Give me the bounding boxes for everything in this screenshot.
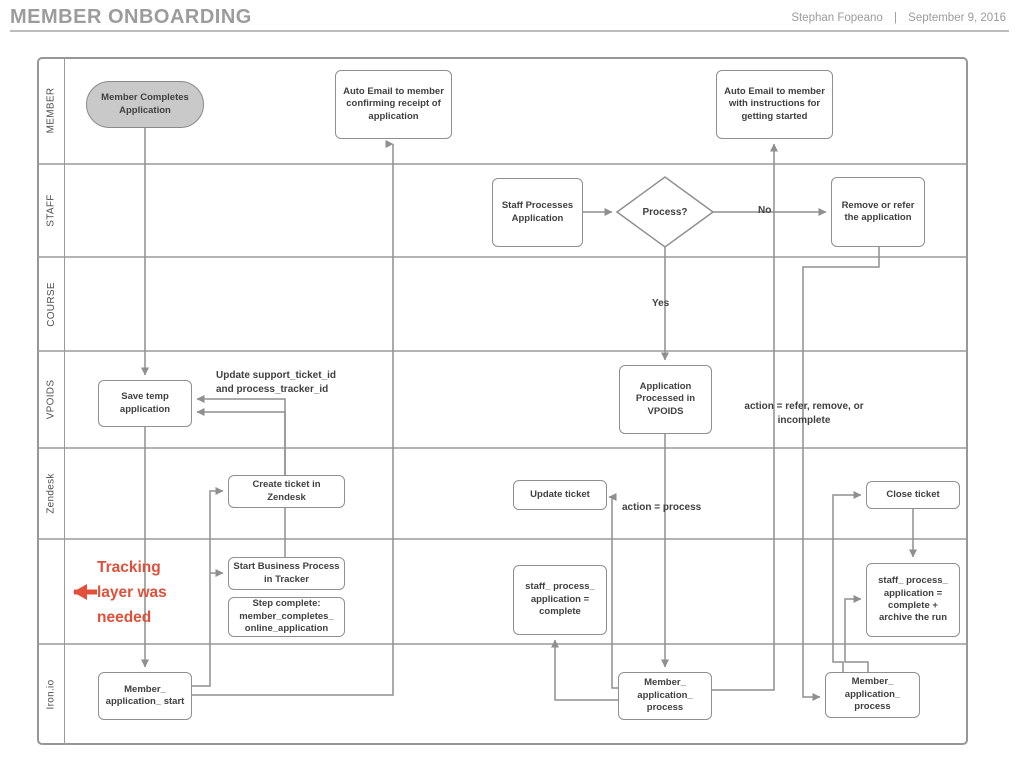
lane-label-column (37, 57, 65, 745)
header-divider (10, 30, 1009, 32)
node-auto-email-instructions: Auto Email to member with instructions f… (716, 70, 833, 139)
header-meta: Stephan Fopeano | September 9, 2016 (787, 12, 1010, 24)
node-application-processed-vpoids: Application Processed in VPOIDS (619, 365, 712, 434)
page-title: MEMBER ONBOARDING (10, 6, 252, 28)
node-update-ticket: Update ticket (513, 480, 607, 510)
node-member-application-process-1: Member_ application_ process (618, 672, 712, 720)
meta-separator: | (893, 12, 897, 24)
node-process-decision: Process? (642, 206, 688, 218)
node-member-completes-application: Member Completes Application (86, 81, 204, 128)
node-staff-processes-application: Staff Processes Application (492, 178, 583, 247)
node-member-application-process-2: Member_ application_ process (825, 672, 920, 718)
node-close-ticket: Close ticket (866, 481, 960, 509)
node-remove-or-refer: Remove or refer the application (831, 177, 925, 247)
author-name: Stephan Fopeano (791, 12, 883, 24)
node-staff-process-complete: staff_ process_ application = complete (513, 565, 607, 635)
label-update-ids: Update support_ticket_id and process_tra… (216, 370, 337, 395)
lane-label-tracking (37, 539, 65, 644)
label-action-process: action = process (622, 502, 702, 513)
node-step-complete: Step complete: member_completes_ online_… (228, 597, 345, 637)
tracking-annotation: Tracking layer was needed (97, 559, 167, 626)
lane-label-zendesk: Zendesk (45, 473, 57, 514)
document-date: September 9, 2016 (908, 12, 1006, 24)
node-start-business-process: Start Business Process in Tracker (228, 557, 345, 590)
label-no: No (758, 205, 772, 216)
node-auto-email-receipt: Auto Email to member confirming receipt … (335, 70, 452, 139)
lane-label-vpoids: VPOIDS (45, 379, 57, 420)
label-action-refer: action = refer, remove, or incomplete (744, 401, 864, 426)
node-create-ticket-zendesk: Create ticket in Zendesk (228, 475, 345, 508)
lane-label-course: COURSE (45, 281, 57, 327)
lane-label-staff: STAFF (45, 194, 57, 227)
lane-label-member: MEMBER (45, 87, 57, 134)
lane-label-ironio: Iron.io (45, 679, 57, 710)
node-member-application-start: Member_ application_ start (98, 672, 192, 720)
label-yes: Yes (652, 298, 670, 309)
node-save-temp-application: Save temp application (98, 380, 192, 427)
node-staff-process-archive: staff_ process_ application = complete +… (866, 563, 960, 637)
